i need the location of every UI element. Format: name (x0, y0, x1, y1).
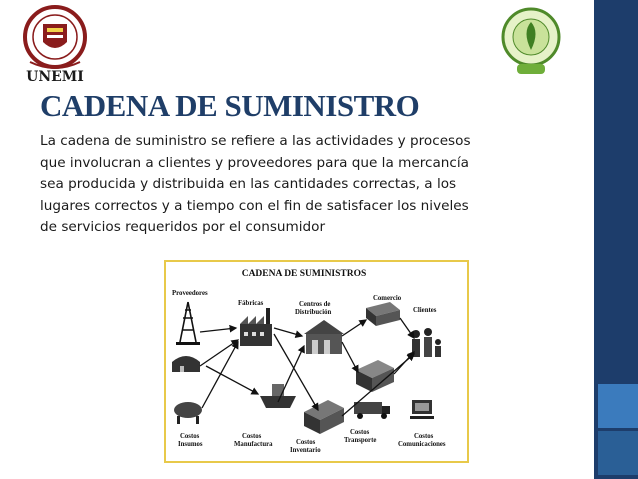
computer-icon (410, 400, 434, 419)
green-emblem-icon (501, 7, 561, 74)
label-costos-manufactura-1: Costos (242, 433, 262, 440)
mine-icon (172, 356, 200, 372)
body-line: lugares correctos y a tiempo con el fin … (40, 197, 469, 214)
diagram-canvas: CADENA DE SUMINISTROS Proveedores Fábric… (172, 269, 446, 454)
livestock-icon (174, 402, 202, 424)
body-line: sea producida y distribuida en las canti… (40, 176, 457, 193)
slide-body-text: La cadena de suministro se refiere a las… (40, 131, 560, 239)
label-costos-transporte-1: Costos (350, 429, 370, 436)
label-costos-comunicaciones-1: Costos (414, 433, 434, 440)
label-clientes: Clientes (413, 307, 437, 314)
label-costos-insumos-2: Insumos (178, 441, 203, 448)
distribution-center-icon (304, 320, 344, 354)
logo-caption: UNEMI (26, 69, 84, 84)
label-costos-transporte-2: Transporte (344, 437, 376, 444)
label-comercio: Comercio (373, 295, 402, 302)
label-costos-manufactura-2: Manufactura (234, 441, 273, 448)
label-costos-inventario-2: Inventario (290, 447, 321, 454)
university-seal-icon: UNEMI (23, 5, 87, 84)
body-line: de servicios requeridos por el consumido… (40, 219, 326, 236)
slide-title: CADENA DE SUMINISTRO (40, 88, 420, 123)
diagram-title: CADENA DE SUMINISTROS (242, 269, 367, 279)
label-costos-inventario-1: Costos (296, 439, 316, 446)
supply-chain-diagram: CADENA DE SUMINISTROS Proveedores Fábric… (164, 260, 469, 463)
side-tile-decoration (598, 431, 638, 475)
label-costos-comunicaciones-2: Comunicaciones (398, 441, 446, 448)
label-costos-insumos-1: Costos (180, 433, 200, 440)
store-building-icon (366, 302, 400, 326)
body-line: que involucran a clientes y proveedores … (40, 154, 469, 171)
body-line: La cadena de suministro se refiere a las… (40, 133, 471, 149)
label-fabricas: Fábricas (238, 300, 264, 307)
label-proveedores: Proveedores (172, 290, 208, 297)
side-tile-decoration (598, 384, 638, 428)
flow-arrows (199, 317, 415, 417)
warehouse-icon (304, 400, 344, 434)
family-icon (412, 328, 441, 357)
label-centros-1: Centros de (299, 301, 330, 308)
factory-icon (240, 308, 272, 346)
ship-icon (260, 384, 296, 408)
oil-derrick-icon (176, 301, 200, 345)
label-centros-2: Distribución (295, 309, 331, 316)
truck-icon (354, 402, 390, 419)
